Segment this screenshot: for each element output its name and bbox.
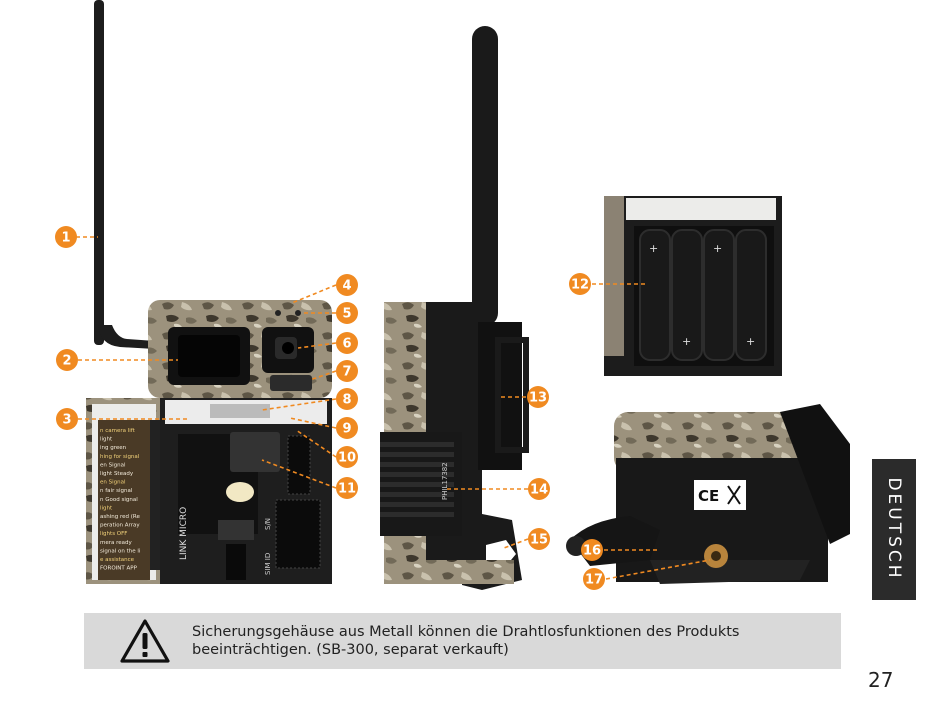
callout-badge xyxy=(336,417,358,439)
callout-1: 1 xyxy=(55,226,77,248)
sn-label: S/N xyxy=(264,518,272,530)
callout-number: 1 xyxy=(61,231,70,246)
callout-8: 8 xyxy=(336,388,358,410)
callout-number: 7 xyxy=(342,365,351,380)
callout-number: 13 xyxy=(529,391,547,406)
callout-number: 2 xyxy=(62,354,71,369)
battery-compartment: + + + + xyxy=(604,196,782,376)
callout-badge xyxy=(56,349,78,371)
svg-text:+: + xyxy=(713,242,722,255)
sticker-line: light xyxy=(100,437,113,443)
sticker-line: hing for signal xyxy=(100,454,140,460)
callout-badge xyxy=(55,226,77,248)
callout-badge xyxy=(527,386,549,408)
sticker-line: ashing red (Re xyxy=(100,514,140,520)
sticker-line: light xyxy=(100,505,113,511)
callout-17: 17 xyxy=(583,568,605,590)
callout-badge xyxy=(336,388,358,410)
callout-number: 14 xyxy=(530,483,548,498)
antenna-side xyxy=(472,26,498,326)
callout-11: 11 xyxy=(336,477,358,499)
simid-label: SIM ID xyxy=(264,553,272,575)
ce-mark: CE xyxy=(698,487,719,505)
warning-banner: Sicherungsgehäuse aus Metall können die … xyxy=(84,613,841,669)
callout-number: 8 xyxy=(342,393,351,408)
sticker-line: FOROINT APP xyxy=(100,566,138,572)
callout-badge xyxy=(528,528,550,550)
callout-12: 12 xyxy=(569,273,591,295)
camera-side-view: PHIL17382 xyxy=(380,26,529,590)
callout-number: 3 xyxy=(62,413,71,428)
callout-badge xyxy=(336,446,358,468)
callout-badge xyxy=(56,408,78,430)
callout-badge xyxy=(583,568,605,590)
svg-text:+: + xyxy=(746,335,755,348)
callout-14: 14 xyxy=(528,478,550,500)
callout-number: 12 xyxy=(571,278,589,293)
callout-number: 5 xyxy=(342,307,351,322)
sticker-line: e assistance xyxy=(100,557,135,563)
callout-2: 2 xyxy=(56,349,78,371)
callout-badge xyxy=(569,273,591,295)
callout-number: 16 xyxy=(583,544,601,559)
callout-9: 9 xyxy=(336,417,358,439)
led-guide-sticker: n camera lift light ing green hing for sign… xyxy=(98,420,150,580)
callout-number: 9 xyxy=(342,422,351,437)
sticker-line: n Good signal xyxy=(100,497,138,503)
sticker-line: peration Array xyxy=(100,523,140,529)
callout-badge xyxy=(336,302,358,324)
sticker-line: n fair signal xyxy=(100,488,133,494)
callout-3: 3 xyxy=(56,408,78,430)
callout-10: 10 xyxy=(336,446,358,468)
warning-text: Sicherungsgehäuse aus Metall können die … xyxy=(192,624,740,658)
sticker-line: en Signal xyxy=(100,480,126,486)
callout-badge xyxy=(336,477,358,499)
language-tab: DEUTSCH xyxy=(872,459,916,600)
camera-bottom-view: CE xyxy=(566,404,850,584)
callout-badge xyxy=(581,539,603,561)
callout-badge xyxy=(528,478,550,500)
callout-13: 13 xyxy=(527,386,549,408)
callout-number: 15 xyxy=(530,533,548,548)
callout-6: 6 xyxy=(336,332,358,354)
sticker-line: lights OFF xyxy=(100,531,127,537)
antenna-left xyxy=(94,0,104,345)
sticker-line: ing green xyxy=(100,445,127,451)
callout-number: 10 xyxy=(338,451,356,466)
svg-text:+: + xyxy=(649,242,658,255)
callout-badge xyxy=(336,360,358,382)
antenna-base xyxy=(98,325,155,349)
svg-text:+: + xyxy=(682,335,691,348)
callout-leaders xyxy=(76,236,711,580)
callout-4: 4 xyxy=(336,274,358,296)
callout-16: 16 xyxy=(581,539,603,561)
sticker-line: light Steady xyxy=(100,471,134,477)
sticker-line: en Signal xyxy=(100,462,126,468)
camera-interior-view: LINK MICRO S/N SIM ID n camera lift light… xyxy=(86,0,332,584)
model-text: LINK MICRO xyxy=(179,507,189,560)
callout-5: 5 xyxy=(336,302,358,324)
warning-triangle-icon xyxy=(120,619,170,663)
callout-badge xyxy=(336,332,358,354)
callout-15: 15 xyxy=(528,528,550,550)
sticker-line: mera ready xyxy=(100,540,133,546)
callout-number: 11 xyxy=(338,482,356,497)
sticker-line: signal on the li xyxy=(100,548,141,554)
sticker-line: n camera lift xyxy=(100,428,136,434)
side-strip-label: PHIL17382 xyxy=(441,462,449,500)
callout-badge xyxy=(336,274,358,296)
callout-7: 7 xyxy=(336,360,358,382)
language-tab-label: DEUTSCH xyxy=(884,477,904,581)
callout-number: 6 xyxy=(342,337,351,352)
callout-number: 4 xyxy=(342,279,351,294)
callout-number: 17 xyxy=(585,573,603,588)
page-number: 27 xyxy=(868,668,894,692)
